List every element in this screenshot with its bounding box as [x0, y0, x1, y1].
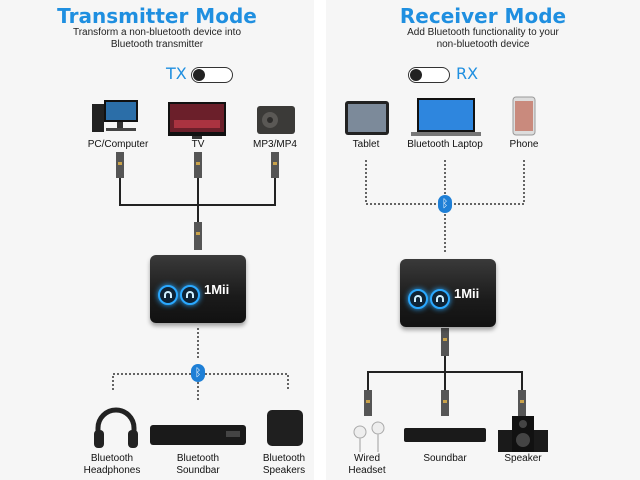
receiver-panel	[326, 0, 640, 480]
output-label-line2: Headset	[348, 465, 386, 476]
headphone-icon	[408, 289, 428, 309]
rx-label: RX	[456, 64, 479, 83]
bluetooth-icon: ᛒ	[191, 364, 205, 382]
transmitter-title: Transmitter Mode	[57, 4, 257, 28]
tx-label: TX	[166, 64, 187, 83]
output-label-soundbar: Soundbar	[400, 453, 490, 465]
brand-logo: 1Mii	[454, 286, 480, 301]
receiver-subtitle: Add Bluetooth functionality to your non-…	[326, 27, 640, 51]
transmitter-subtitle-line2: Bluetooth transmitter	[110, 39, 204, 50]
source-label-laptop: Bluetooth Laptop	[407, 139, 483, 150]
output-label-line1: Wired	[353, 453, 381, 464]
speaker-icon	[267, 410, 303, 446]
output-label-line2: Speakers	[262, 465, 306, 476]
output-label-line1: Bluetooth	[90, 453, 134, 464]
output-label-line1: Soundbar	[423, 453, 467, 464]
source-label-pc: PC/Computer	[87, 139, 149, 150]
source-label-tv: TV	[191, 139, 205, 150]
source-label-tablet: Tablet	[352, 139, 380, 150]
rx-toggle[interactable]	[408, 67, 450, 83]
headphone-icon	[430, 289, 450, 309]
output-label-line1: Speaker	[504, 453, 542, 464]
transmitter-subtitle: Transform a non-bluetooth device into Bl…	[0, 27, 314, 51]
wired-soundbar-icon	[404, 428, 486, 442]
output-label-headset: Wired Headset	[322, 453, 412, 477]
receiver-title: Receiver Mode	[399, 4, 567, 28]
phone-icon	[512, 96, 536, 136]
bluetooth-icon: ᛒ	[438, 195, 452, 213]
pc-icon	[92, 100, 138, 132]
output-label-soundbar: Bluetooth Soundbar	[153, 453, 243, 477]
source-label-mp3: MP3/MP4	[253, 139, 297, 150]
output-label-line2: Soundbar	[176, 465, 220, 476]
soundbar-icon	[150, 425, 246, 445]
laptop-icon	[411, 98, 481, 136]
tablet-icon	[345, 101, 389, 135]
earphones-icon	[353, 421, 385, 452]
receiver-device: 1Mii	[400, 259, 496, 327]
divider	[318, 0, 322, 480]
wired-speakers-icon	[498, 416, 548, 452]
source-label-phone: Phone	[509, 139, 539, 150]
output-label-line1: Bluetooth	[176, 453, 220, 464]
brand-logo: 1Mii	[204, 282, 230, 297]
transmitter-panel	[0, 0, 314, 480]
transmitter-subtitle-line1: Transform a non-bluetooth device into	[72, 27, 242, 38]
headphones-icon	[95, 407, 137, 440]
output-label-line1: Bluetooth	[262, 453, 306, 464]
transmitter-device: 1Mii	[150, 255, 246, 323]
headphone-icon	[180, 285, 200, 305]
output-label-speakers: Bluetooth Speakers	[239, 453, 329, 477]
receiver-subtitle-line2: non-bluetooth device	[436, 39, 530, 50]
output-label-headphones: Bluetooth Headphones	[67, 453, 157, 477]
tv-icon	[168, 102, 226, 139]
mp3-player-icon	[257, 106, 295, 134]
receiver-subtitle-line1: Add Bluetooth functionality to your	[407, 27, 559, 38]
headphone-icon	[158, 285, 178, 305]
output-label-line2: Headphones	[83, 465, 141, 476]
tx-toggle[interactable]	[191, 67, 233, 83]
output-label-speaker: Speaker	[478, 453, 568, 465]
